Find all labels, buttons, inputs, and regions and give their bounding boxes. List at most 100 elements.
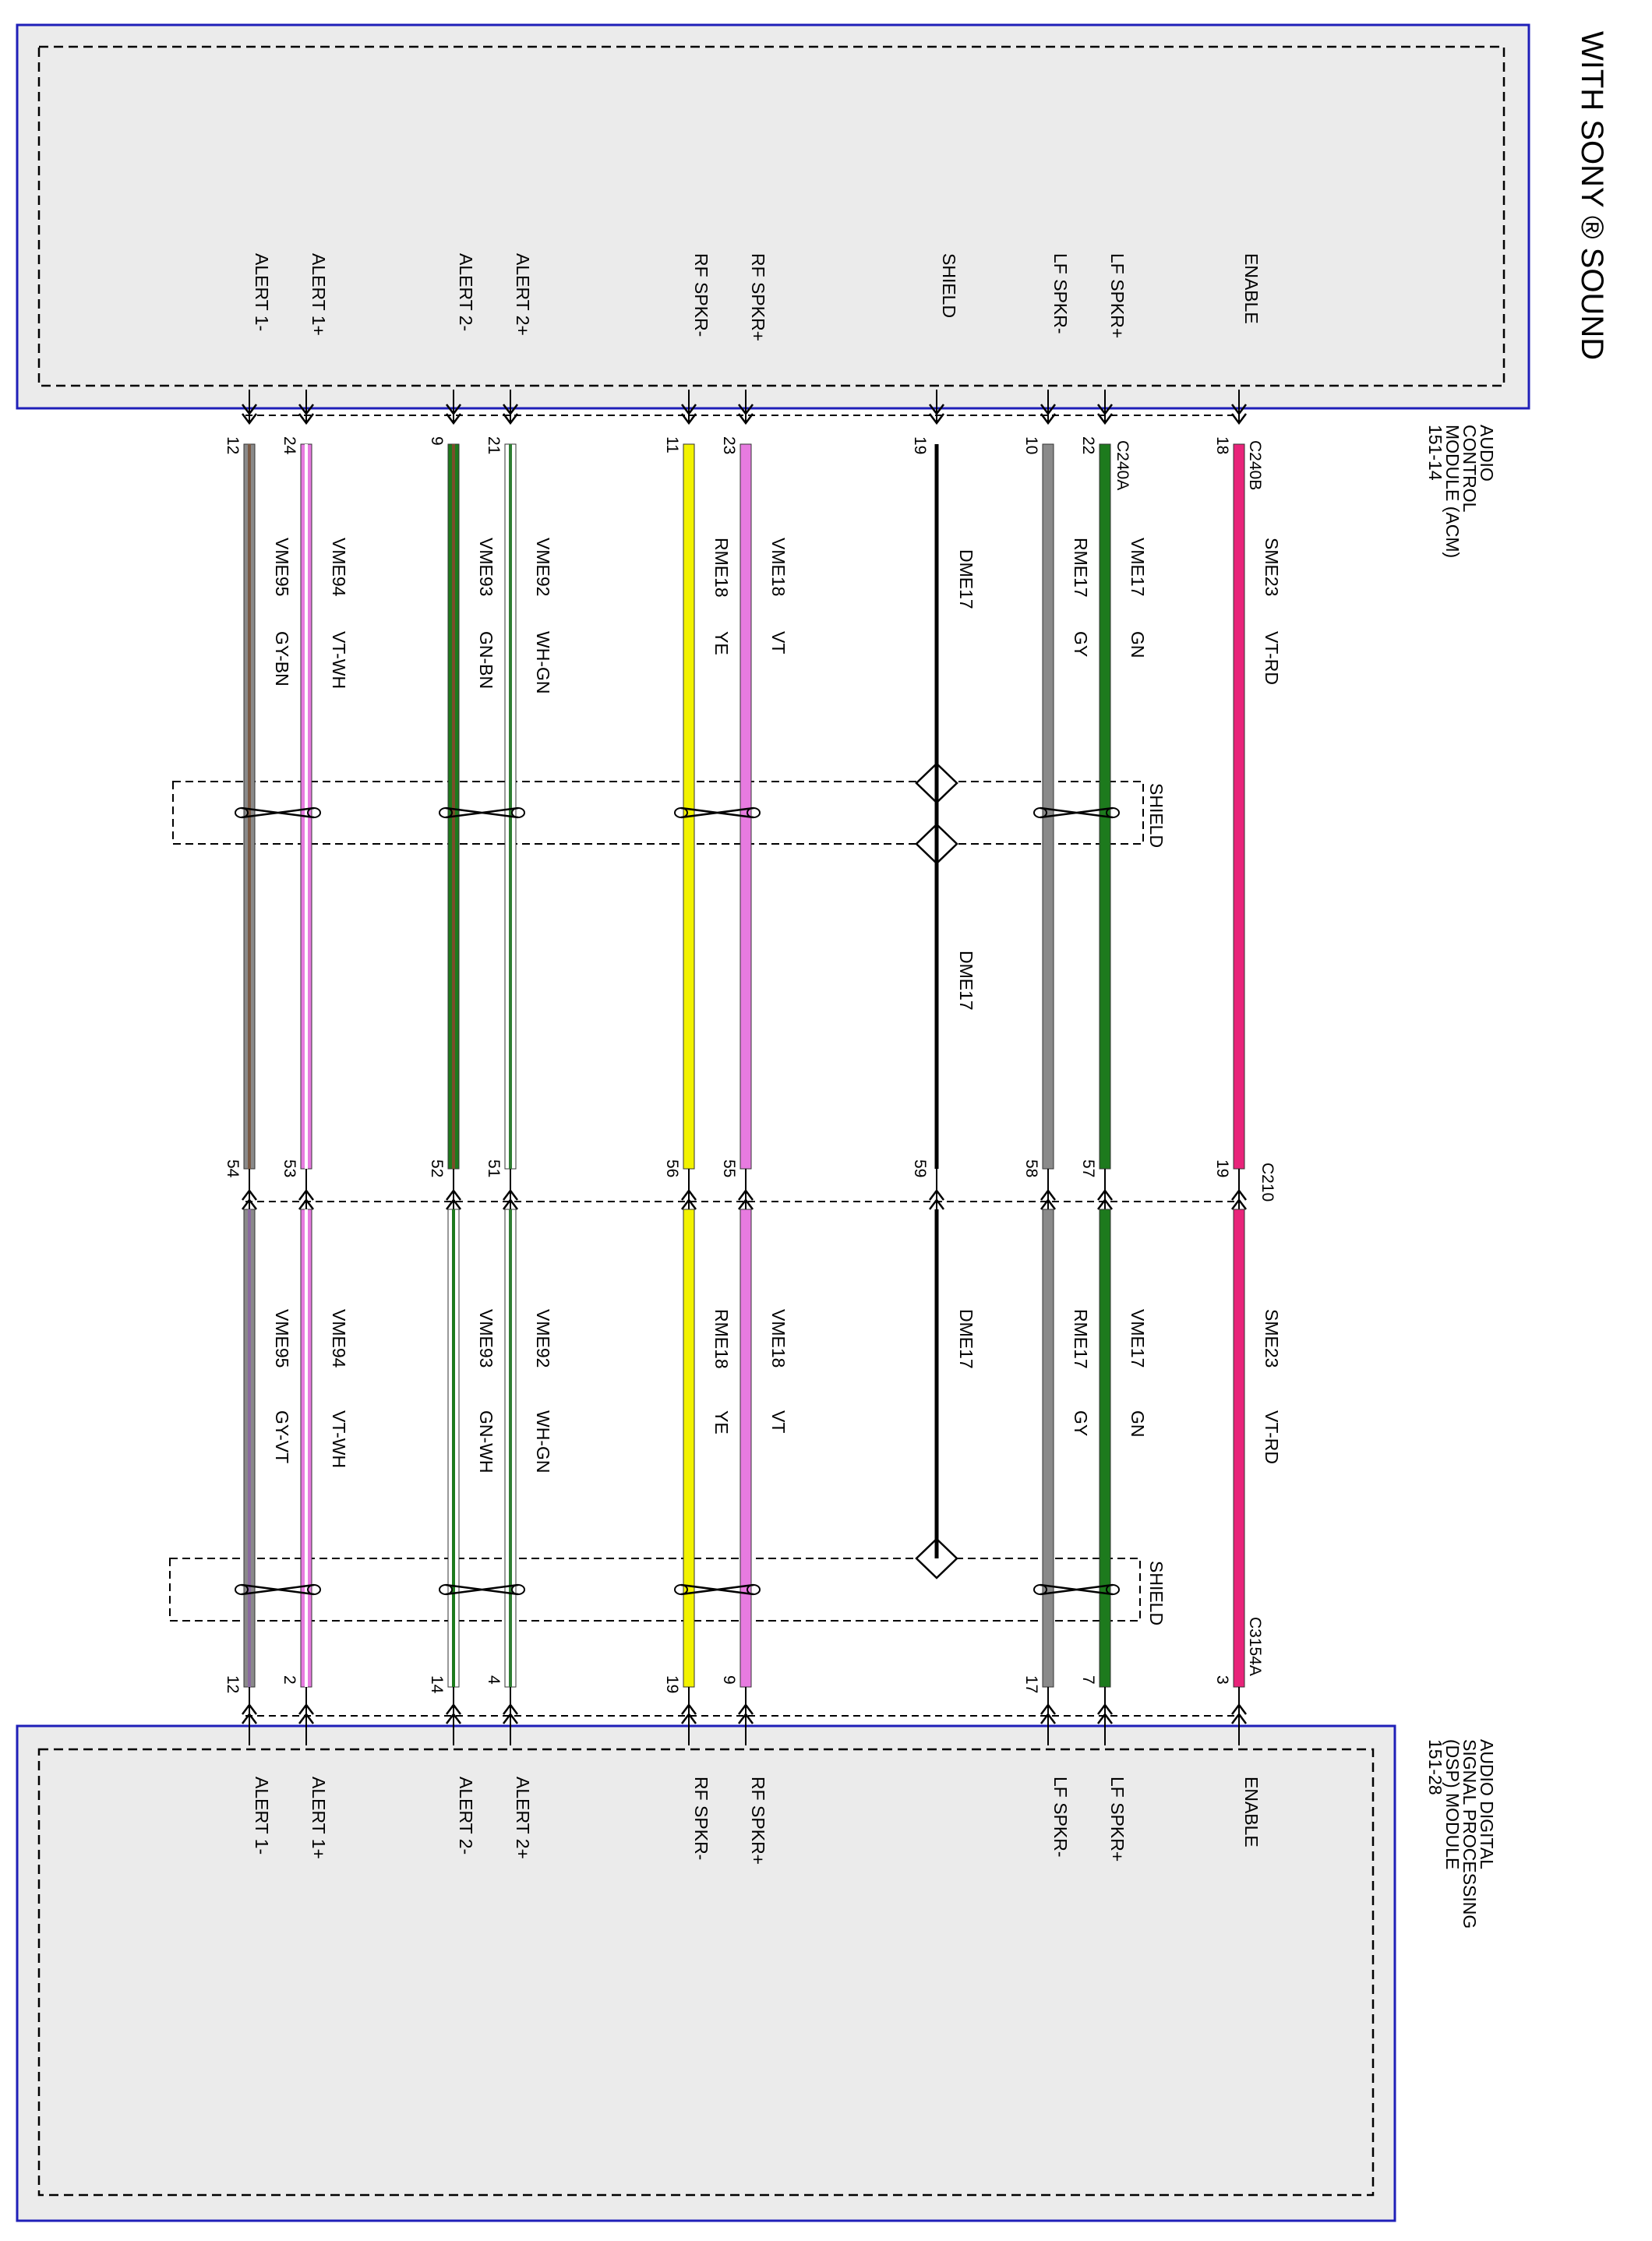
dsp-module-name: AUDIO DIGITAL SIGNAL PROCESSING (DSP) MO… xyxy=(1425,1739,1497,1929)
acm-pin-label-alert-2-: ALERT 2+ xyxy=(513,253,533,336)
twist-marker-1-1-b xyxy=(674,1584,688,1595)
dsp-arrow2-alert-2- xyxy=(446,1712,461,1724)
upper-circuit-shield: DME17 xyxy=(956,549,976,609)
lower-color-lf-spkr-: GY xyxy=(1071,1410,1091,1436)
upper-color-rf-spkr-: YE xyxy=(711,631,732,655)
dsp-module-dashed-outline xyxy=(37,1748,1375,2197)
acm-arrow-rf-spkr- xyxy=(681,404,697,416)
c210-arrow-up-lf-spkr- xyxy=(1040,1188,1056,1201)
lower-wire-lf-spkr- xyxy=(1099,1209,1111,1688)
twist-marker-1-1-a xyxy=(747,1584,761,1595)
connector-c240a-label: C240A xyxy=(1114,440,1131,490)
upper-color-alert-1-: VT-WH xyxy=(329,631,349,689)
dsp-arrow2-rf-spkr- xyxy=(738,1712,754,1724)
acm-arrow-alert-2- xyxy=(503,404,518,416)
acm-name-line-1: AUDIO xyxy=(1477,425,1497,482)
dsp-pin-label-alert-1-: ALERT 1- xyxy=(252,1777,272,1855)
lower-color-rf-spkr-: VT xyxy=(768,1410,789,1433)
dsp-pin-label-lf-spkr-: LF SPKR- xyxy=(1050,1777,1071,1858)
dsp-pin-label-enable: ENABLE xyxy=(1241,1777,1262,1848)
c210-pin-number-alert-1-: 53 xyxy=(281,1159,298,1177)
dsp-pin-label-alert-1-: ALERT 1+ xyxy=(309,1777,329,1859)
shield-enclosure-lower xyxy=(169,1558,1141,1622)
dsp-arrow-rf-spkr- xyxy=(681,1703,697,1715)
dsp-arrow2-lf-spkr- xyxy=(1097,1712,1113,1724)
upper-wire-lf-spkr- xyxy=(1042,443,1054,1170)
c210-arrow-up-enable xyxy=(1231,1188,1247,1201)
twist-marker-0-1 xyxy=(680,806,754,819)
dsp-arrow2-alert-2- xyxy=(503,1712,518,1724)
dsp-pin-number-rf-spkr-: 9 xyxy=(720,1675,738,1685)
acm-arrow2-alert-2- xyxy=(503,413,518,425)
c210-arrow-up2-lf-spkr- xyxy=(1040,1198,1056,1210)
upper-circuit-enable: SME23 xyxy=(1262,538,1282,596)
acm-module-dashed-outline xyxy=(37,45,1506,387)
twist-marker-1-3-a xyxy=(307,1584,321,1595)
acm-pin-number-alert-2-: 21 xyxy=(485,436,503,454)
upper-color-lf-spkr-: GN xyxy=(1128,631,1148,658)
upper-circuit-alert-1-: VME94 xyxy=(329,538,349,597)
lower-circuit-lf-spkr-: VME17 xyxy=(1128,1309,1148,1368)
dsp-arrow-alert-1- xyxy=(242,1703,257,1715)
upper-wire-alert-2--stripe xyxy=(509,444,512,1169)
c210-arrow-up-alert-2- xyxy=(503,1188,518,1201)
acm-pin-label-shield: SHIELD xyxy=(939,253,959,318)
acm-pin-number-shield: 19 xyxy=(911,436,929,454)
acm-pin-number-lf-spkr-: 22 xyxy=(1079,436,1097,454)
lower-wire-enable xyxy=(1233,1209,1245,1688)
acm-module-box xyxy=(16,23,1530,410)
twist-marker-0-1-b xyxy=(674,807,688,818)
upper-wire-alert-1--stripe xyxy=(248,444,251,1169)
dsp-pin-label-rf-spkr-: RF SPKR- xyxy=(691,1777,711,1860)
dsp-arrow2-lf-spkr- xyxy=(1040,1712,1056,1724)
c210-arrow-up2-rf-spkr- xyxy=(681,1198,697,1210)
acm-pin-label-alert-1-: ALERT 1- xyxy=(252,253,272,331)
dsp-arrow2-enable xyxy=(1231,1712,1247,1724)
wires-group: ENABLE18SME23VT-RD19SME23VT-RD3ENABLELF … xyxy=(224,253,1282,1865)
twist-marker-0-1-a xyxy=(747,807,761,818)
lower-wire-alert-1--stripe xyxy=(305,1209,308,1687)
dsp-arrow-alert-2- xyxy=(446,1703,461,1715)
dsp-pin-number-lf-spkr-: 17 xyxy=(1022,1675,1040,1693)
acm-pin-number-alert-1-: 12 xyxy=(224,436,242,454)
acm-arrow2-lf-spkr- xyxy=(1040,413,1056,425)
dsp-pin-number-alert-1-: 2 xyxy=(281,1675,298,1685)
upper-circuit-lf-spkr-: VME17 xyxy=(1128,538,1148,596)
upper-color-alert-1-: GY-BN xyxy=(272,631,292,686)
acm-pin-number-enable: 18 xyxy=(1213,436,1231,454)
upper-wire-rf-spkr- xyxy=(740,443,752,1170)
c210-arrow-up2-alert-1- xyxy=(242,1198,257,1210)
upper-color-alert-2-: GN-BN xyxy=(476,631,496,689)
dsp-name-line-2: SIGNAL PROCESSING xyxy=(1460,1739,1480,1929)
c210-arrow-up-lf-spkr- xyxy=(1097,1188,1113,1201)
acm-arrow-shield xyxy=(929,404,944,416)
c210-pin-number-shield: 59 xyxy=(911,1159,929,1177)
connector-c210-label: C210 xyxy=(1258,1163,1276,1202)
dsp-module-box xyxy=(16,1724,1396,2222)
acm-arrow2-enable xyxy=(1231,413,1247,425)
c210-arrow-up2-rf-spkr- xyxy=(738,1198,754,1210)
acm-pin-label-rf-spkr-: RF SPKR- xyxy=(691,253,711,337)
upper-circuit-rf-spkr-: RME18 xyxy=(711,538,732,598)
upper-color-lf-spkr-: GY xyxy=(1071,631,1091,657)
lower-color-enable: VT-RD xyxy=(1262,1410,1282,1464)
c210-pin-number-alert-2-: 52 xyxy=(428,1159,446,1177)
c210-arrow-up-alert-1- xyxy=(298,1188,314,1201)
lower-color-alert-2-: GN-WH xyxy=(476,1410,496,1473)
dsp-name-line-4: 151-28 xyxy=(1425,1739,1446,1795)
c210-pin-number-rf-spkr-: 55 xyxy=(720,1159,738,1177)
upper-circuit-rf-spkr-: VME18 xyxy=(768,538,789,596)
dsp-arrow2-rf-spkr- xyxy=(681,1712,697,1724)
dsp-arrow-alert-1- xyxy=(298,1703,314,1715)
c210-pin-number-alert-1-: 54 xyxy=(224,1159,242,1178)
connector-c240b-label: C240B xyxy=(1246,440,1264,490)
c210-arrow-up2-shield xyxy=(929,1198,944,1210)
lower-circuit-lf-spkr-: RME17 xyxy=(1071,1309,1091,1369)
twist-marker-0-3-a xyxy=(307,807,321,818)
lower-color-alert-1-: GY-VT xyxy=(272,1410,292,1463)
acm-arrow-alert-1- xyxy=(298,404,314,416)
lower-circuit-enable: SME23 xyxy=(1262,1309,1282,1368)
lower-circuit-alert-1-: VME94 xyxy=(329,1309,349,1368)
acm-pin-label-rf-spkr-: RF SPKR+ xyxy=(748,253,768,341)
acm-arrow-enable xyxy=(1231,404,1247,416)
